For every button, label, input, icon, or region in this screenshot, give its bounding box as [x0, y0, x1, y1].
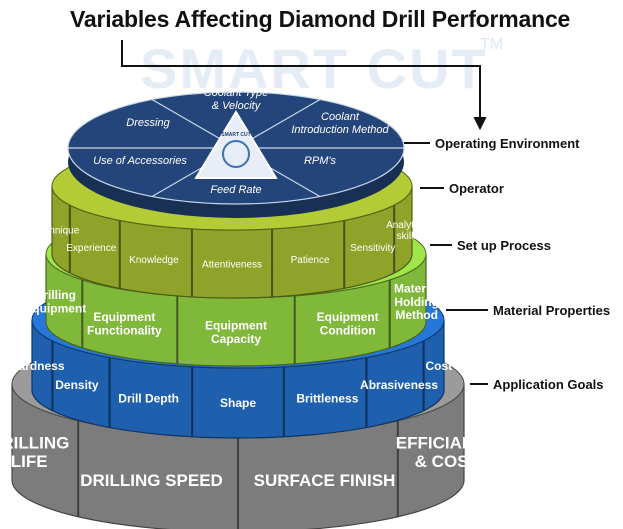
segment-rpm-s: RPM's — [304, 155, 337, 167]
segment-coolant-type-velocity: Coolant Type& Velocity — [204, 87, 269, 112]
segment-drill-depth: Drill Depth — [118, 391, 179, 405]
segment-efficiancy-cost: EFFICIANCY& COST — [396, 433, 499, 471]
segment-technique: Technique — [34, 225, 80, 236]
segment-patience: Patience — [291, 255, 330, 266]
segment-cost: Cost — [425, 359, 452, 373]
segment-surface-finish: SURFACE FINISH — [254, 471, 396, 490]
segment-attentiveness: Attentiveness — [202, 260, 262, 271]
title-leader-arrow — [473, 117, 487, 131]
segment-density: Density — [55, 378, 99, 392]
segment-abrasiveness: Abrasiveness — [360, 378, 438, 392]
diagram-title: Variables Affecting Diamond Drill Perfor… — [70, 6, 571, 32]
segment-feed-rate: Feed Rate — [210, 184, 261, 196]
logo-diamond-icon — [222, 140, 250, 168]
watermark: SMART CUT — [140, 37, 488, 100]
logo-text: SMART CUT — [221, 132, 250, 138]
segment-brittleness: Brittleness — [296, 391, 358, 405]
segment-drilling-life: DRILLINGLIFE — [0, 433, 69, 471]
segment-experience: Experience — [66, 243, 116, 254]
segment-shape: Shape — [220, 396, 256, 410]
leader-lines — [121, 40, 488, 385]
callout-material-properties: Material Properties — [493, 303, 611, 318]
segment-use-of-accessories: Use of Accessories — [93, 155, 187, 167]
callout-operating-environment: Operating Environment — [435, 136, 580, 151]
watermark-tm: TM — [480, 36, 504, 53]
segment-sensitivity: Sensitivity — [350, 243, 395, 254]
segment-drilling-speed: DRILLING SPEED — [80, 471, 223, 490]
segment-hardness: Hardness — [10, 359, 65, 373]
segment-knowledge: Knowledge — [129, 255, 179, 266]
logo-triangle — [194, 110, 278, 179]
callout-operator: Operator — [449, 181, 504, 196]
callout-setup-process: Set up Process — [457, 238, 551, 253]
title-leader-line — [121, 40, 481, 118]
callout-application-goals: Application Goals — [493, 377, 604, 392]
segment-dressing: Dressing — [126, 117, 170, 129]
